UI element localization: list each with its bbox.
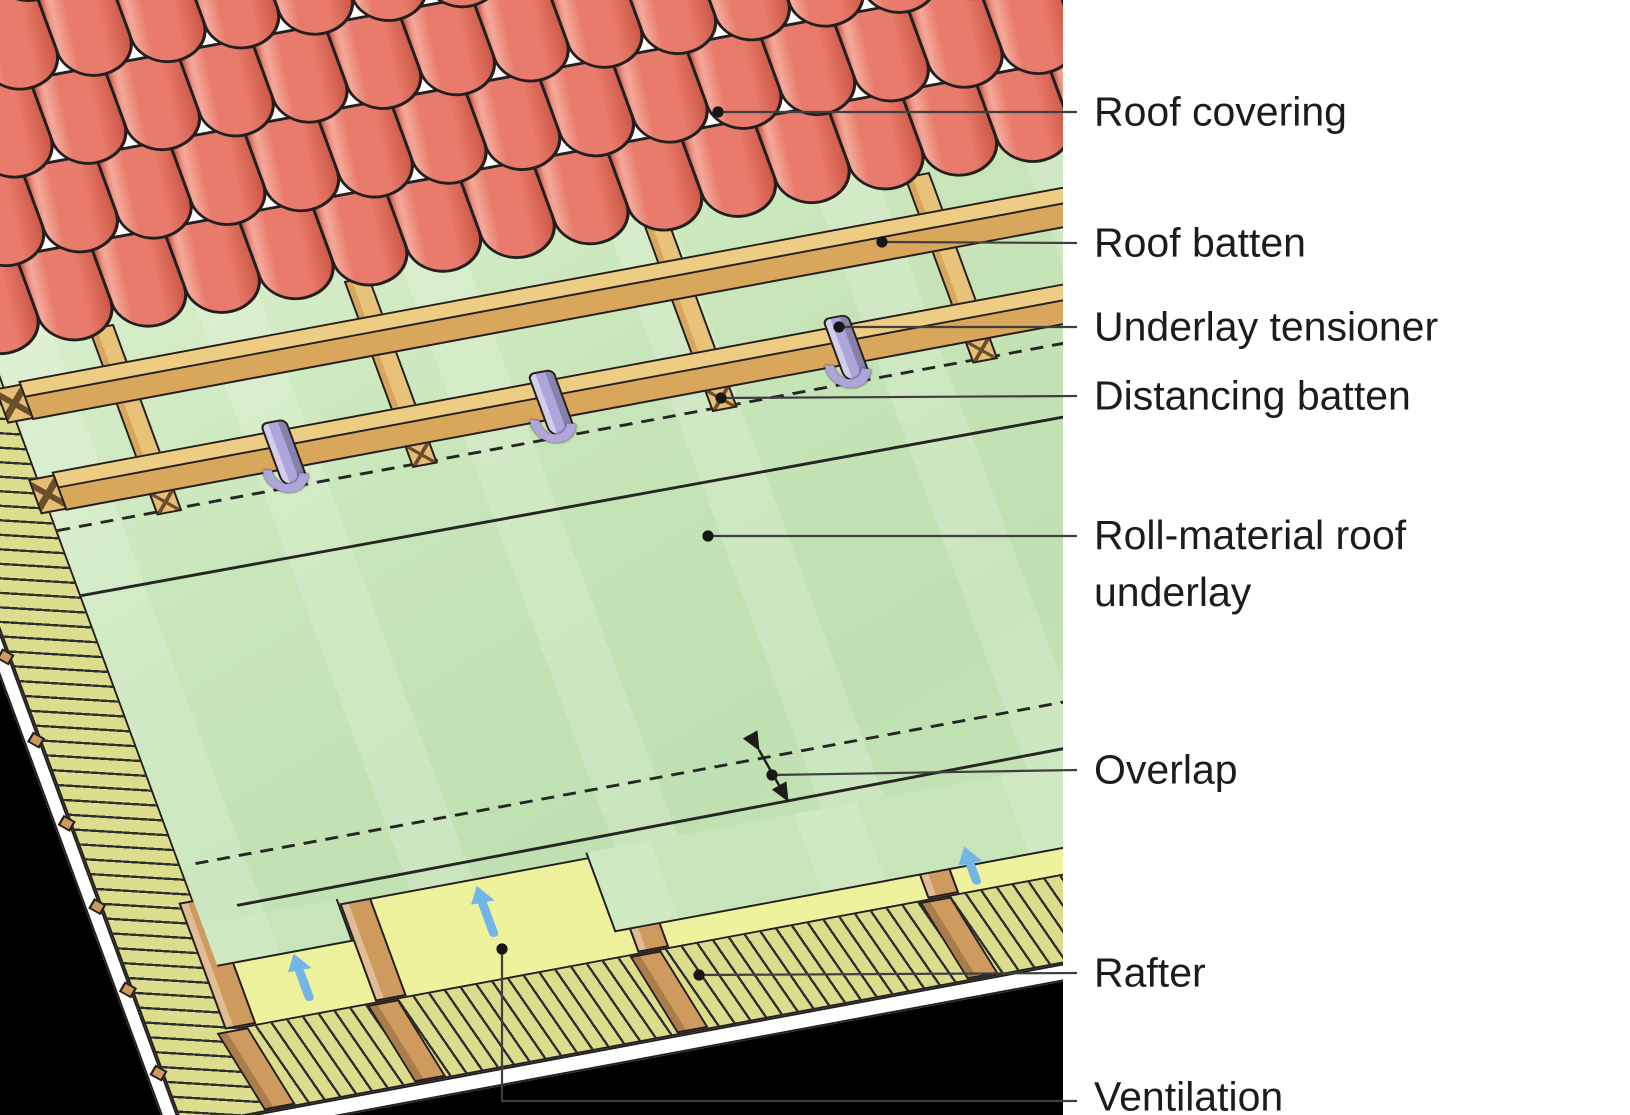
label-distancing-batten: Distancing batten	[1094, 372, 1411, 419]
roof-cutaway-scene	[0, 0, 1063, 1115]
label-roof-batten: Roof batten	[1094, 219, 1306, 266]
label-underlay-tensioner: Underlay tensioner	[1094, 303, 1439, 350]
label-roof-covering: Roof covering	[1094, 88, 1347, 135]
label-overlap: Overlap	[1094, 746, 1238, 793]
label-rafter: Rafter	[1094, 949, 1206, 996]
label-roll-underlay: Roll-material roof underlay	[1094, 512, 1407, 615]
label-ventilation: Ventilation	[1094, 1073, 1284, 1115]
